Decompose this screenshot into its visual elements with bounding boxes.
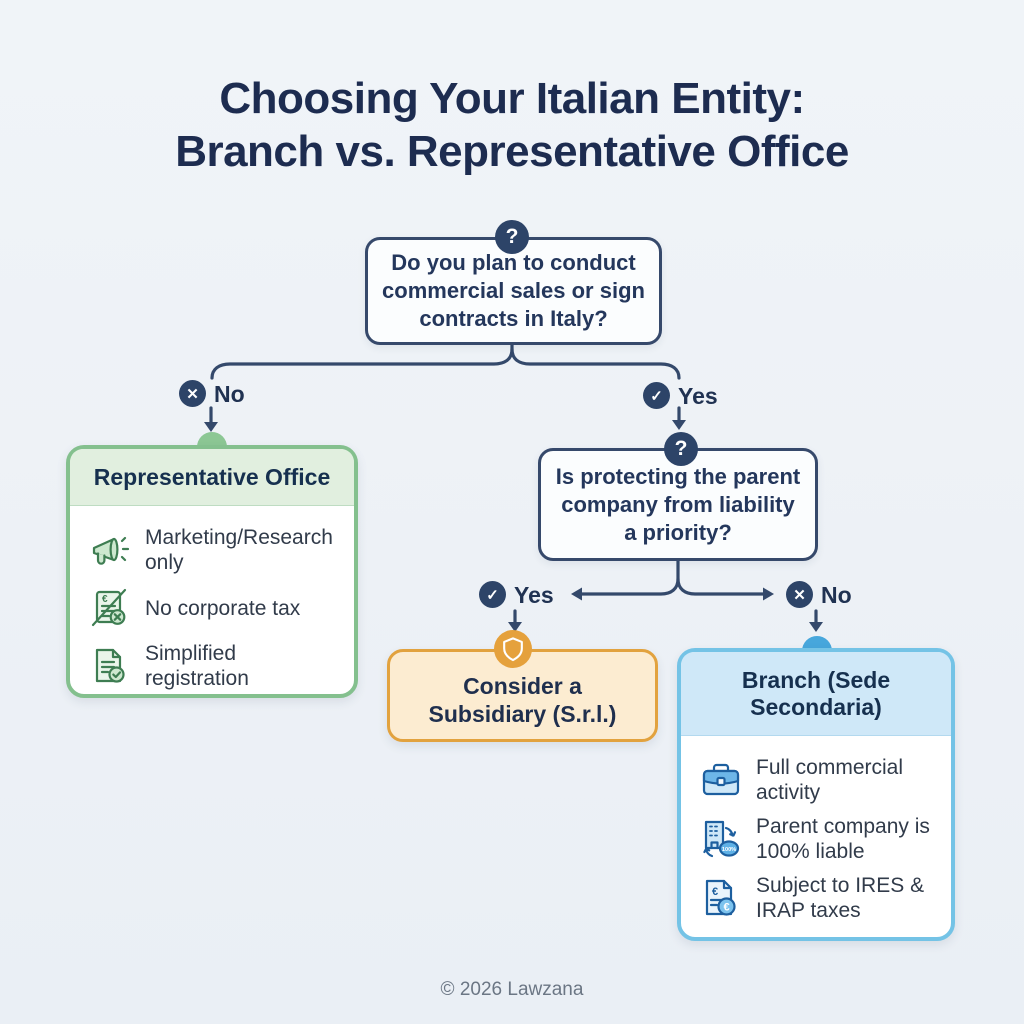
x-icon: ✕: [179, 380, 206, 407]
parent-liability-icon: 100%: [697, 815, 745, 863]
list-item: Full commercial activity: [697, 755, 941, 805]
representative-office-card: Representative Office Marketing/Research…: [66, 445, 358, 698]
subsidiary-card-title: Consider a Subsidiary (S.r.l.): [428, 672, 617, 727]
check-glyph: ✓: [650, 387, 663, 405]
list-item: Simplified registration: [86, 641, 344, 691]
decision-box-commercial-sales: Do you plan to conduct commercial sales …: [365, 237, 662, 345]
question-glyph: ?: [674, 437, 688, 460]
briefcase-icon: [697, 756, 745, 804]
subsidiary-card: Consider a Subsidiary (S.r.l.): [387, 649, 658, 742]
list-item-text: Full commercial activity: [756, 756, 904, 804]
tax-documents-icon: € €: [697, 874, 745, 922]
no-corporate-tax-icon: €: [86, 584, 134, 632]
branch2-no-label: No: [821, 582, 852, 608]
branch-card: Branch (Sede Secondaria) Full commercial…: [677, 648, 955, 941]
question-icon: ?: [495, 220, 529, 254]
list-item-text: Subject to IRES & IRAP taxes: [756, 874, 925, 922]
svg-text:€: €: [102, 594, 108, 605]
decision-box-commercial-sales-text: Do you plan to conduct commercial sales …: [382, 250, 645, 331]
representative-office-title: Representative Office: [70, 449, 354, 506]
decision-box-liability: Is protecting the parent company from li…: [538, 448, 818, 561]
shield-icon: [494, 630, 532, 668]
check-icon: ✓: [479, 581, 506, 608]
svg-text:€: €: [723, 902, 729, 914]
list-item: € No corporate tax: [86, 584, 344, 632]
svg-text:€: €: [712, 886, 718, 898]
list-item-text: No corporate tax: [145, 596, 301, 620]
question-glyph: ?: [505, 225, 519, 248]
list-item: € € Subject to IRES & IRAP taxes: [697, 873, 941, 923]
simplified-registration-icon: [86, 642, 134, 690]
list-item: 100% Parent company is 100% liable: [697, 814, 941, 864]
list-item-text: Simplified registration: [145, 642, 249, 690]
list-item-text: Parent company is 100% liable: [756, 815, 930, 863]
branch1-no-label: No: [214, 381, 245, 407]
x-icon: ✕: [786, 581, 813, 608]
svg-text:100%: 100%: [722, 847, 736, 853]
branch-card-body: Full commercial activity 100%: [681, 736, 951, 923]
question-icon: ?: [664, 432, 698, 466]
title-line-1: Choosing Your Italian Entity:: [219, 74, 805, 123]
x-glyph: ✕: [793, 586, 806, 604]
megaphone-icon: [86, 526, 134, 574]
x-glyph: ✕: [186, 385, 199, 403]
decision-box-liability-text: Is protecting the parent company from li…: [555, 463, 801, 545]
branch2-yes-label: Yes: [514, 582, 554, 608]
list-item: Marketing/Research only: [86, 525, 344, 575]
branch1-yes-label: Yes: [678, 383, 718, 409]
representative-office-body: Marketing/Research only €: [70, 506, 354, 691]
check-glyph: ✓: [486, 586, 499, 604]
check-icon: ✓: [643, 382, 670, 409]
branch-card-title: Branch (Sede Secondaria): [681, 652, 951, 736]
copyright-text: © 2026 Lawzana: [440, 979, 584, 1000]
list-item-text: Marketing/Research only: [145, 526, 333, 574]
title-line-2: Branch vs. Representative Office: [175, 127, 849, 176]
page-title: Choosing Your Italian Entity: Branch vs.…: [0, 72, 1024, 178]
